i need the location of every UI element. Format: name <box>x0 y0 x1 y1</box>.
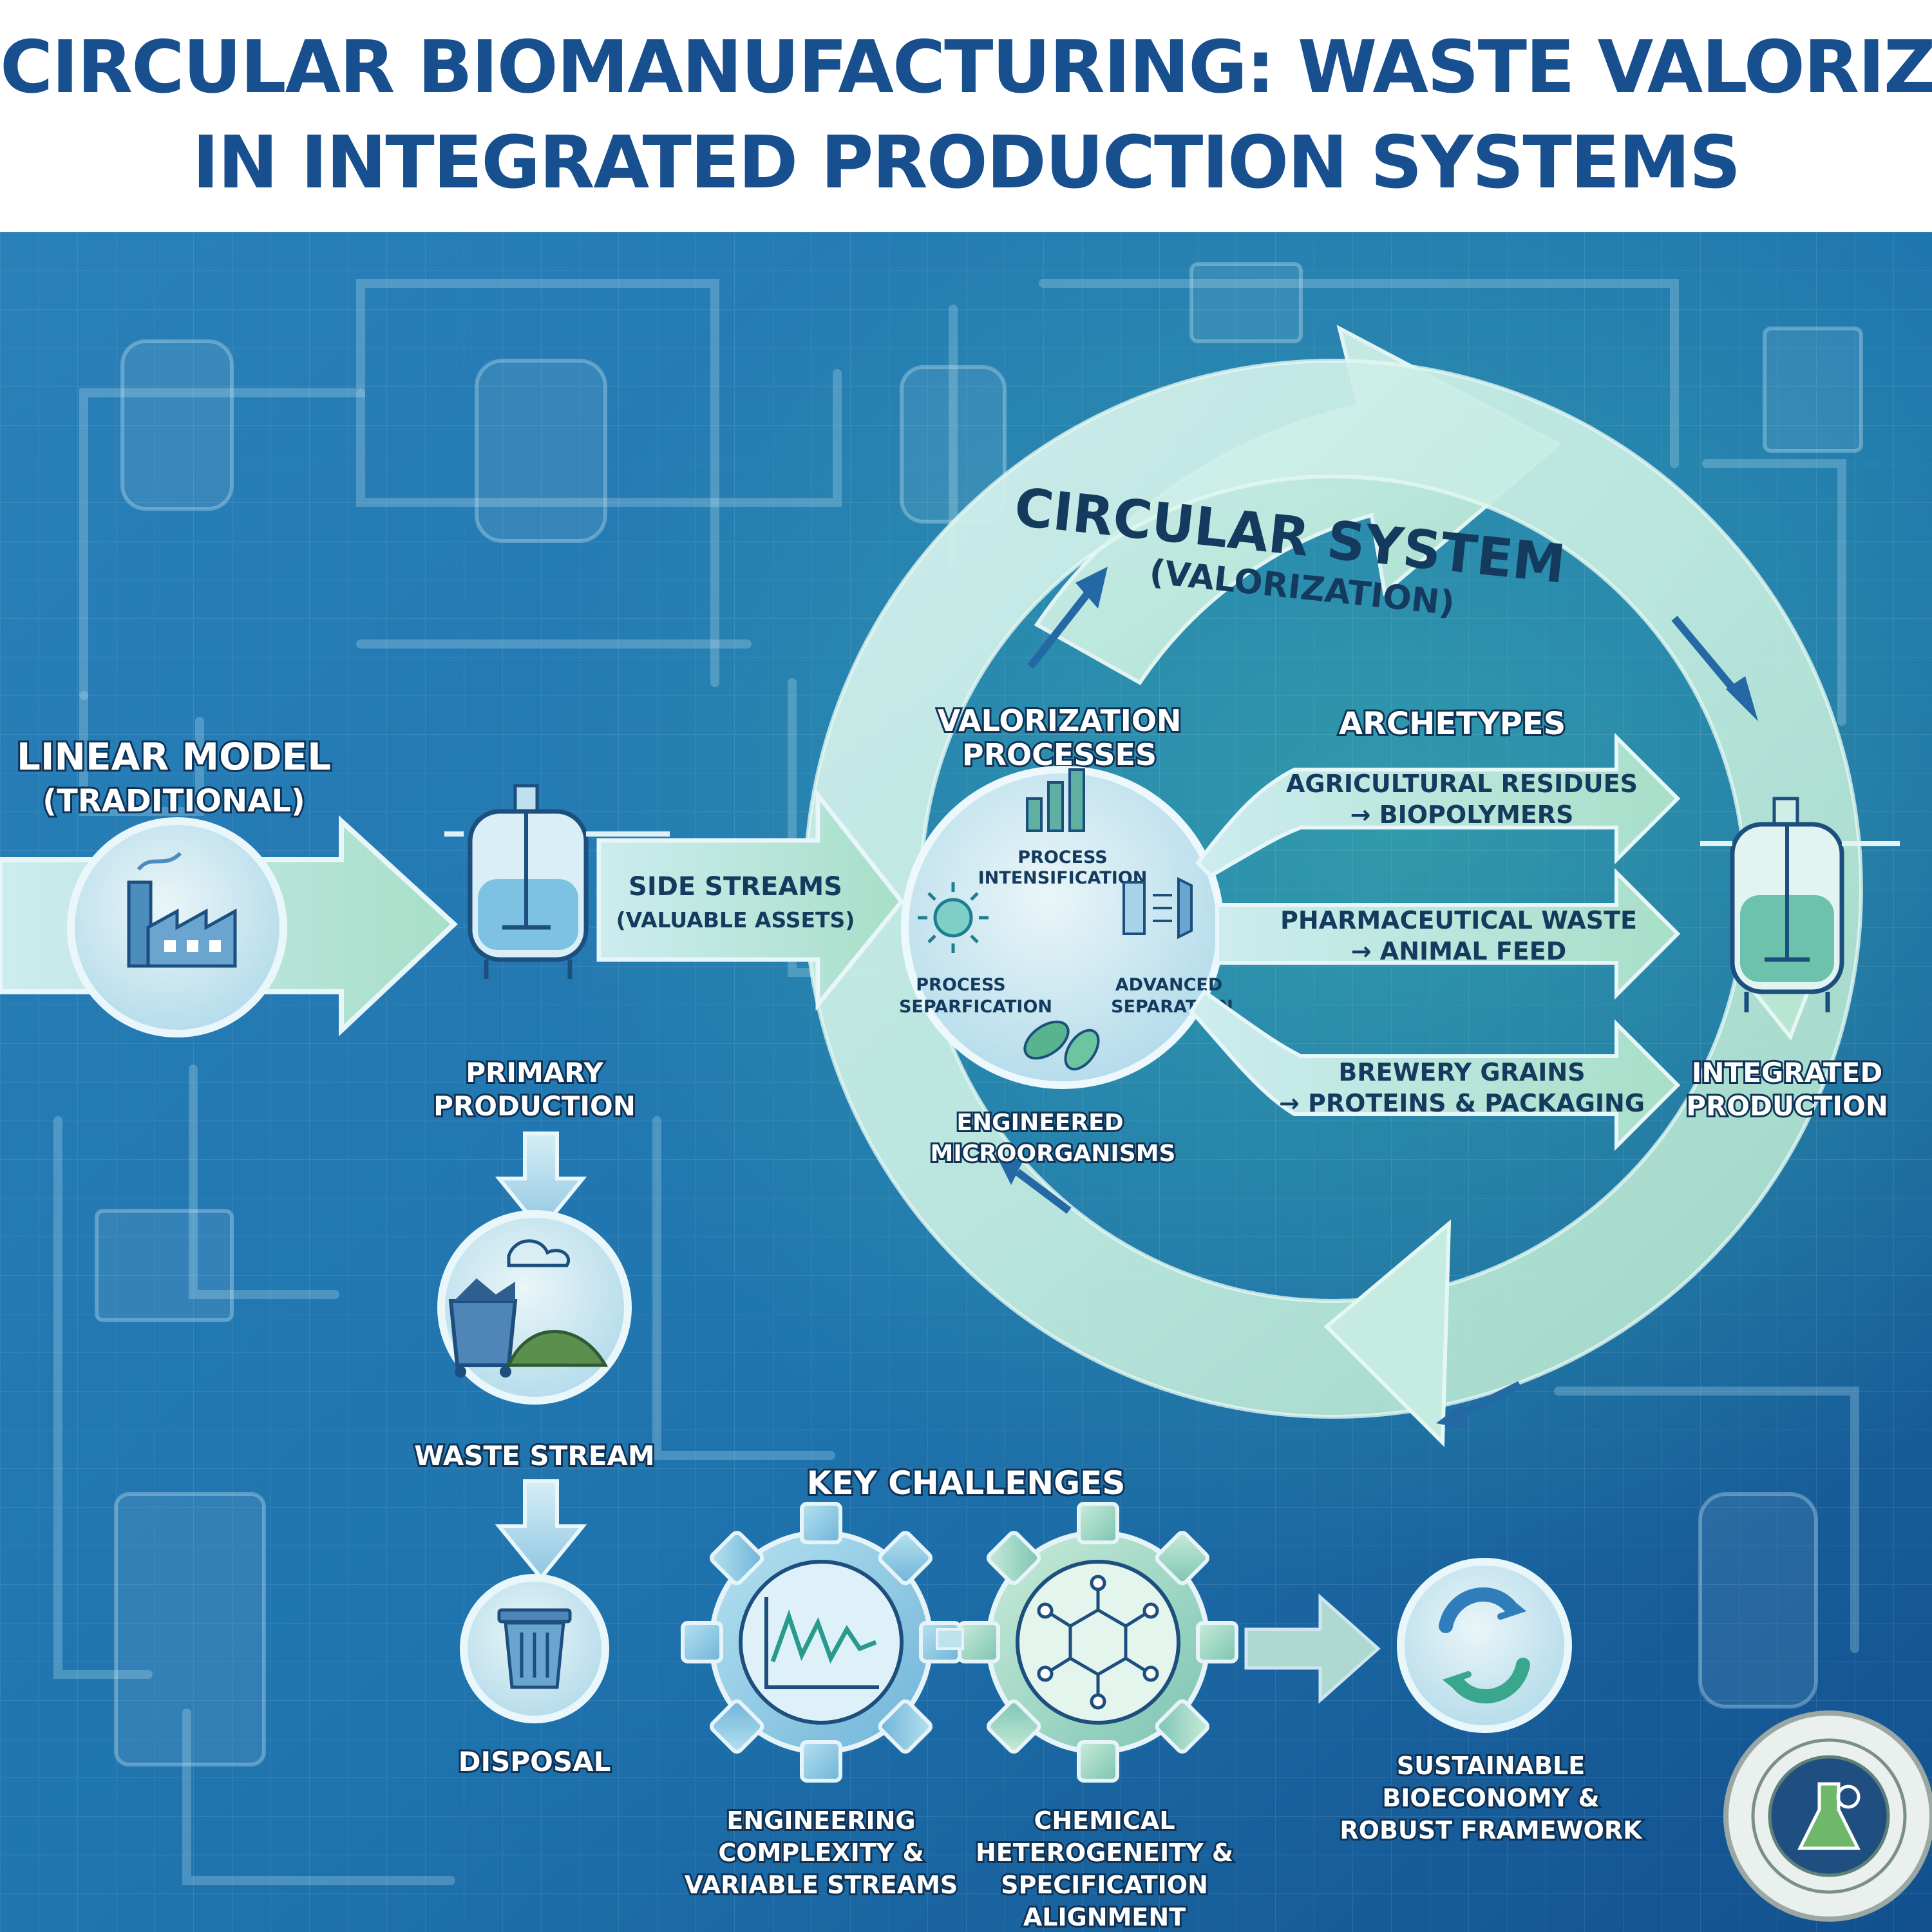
side-streams-sublabel: (VALUABLE ASSETS) <box>616 907 855 933</box>
side-streams-label: SIDE STREAMS <box>629 872 842 902</box>
key-challenges: KEY CHALLENGES ENGINEERING <box>681 1463 1645 1932</box>
archetype-1-line-2: → BIOPOLYMERS <box>1350 800 1574 829</box>
page-title-line-1: CIRCULAR BIOMANUFACTURING: WASTE VALORIZ… <box>0 26 1932 109</box>
process-intensification-label-1: PROCESS <box>1018 848 1107 867</box>
challenge-chemical-line-1: CHEMICAL <box>1034 1806 1175 1835</box>
engineered-microorganisms-label-1: ENGINEERED <box>956 1110 1123 1136</box>
flow-arrow-sw-head <box>998 1159 1024 1185</box>
valorization-processes: VALORIZATION PROCESSES PROCESS INTENSIFI… <box>899 701 1233 1169</box>
molecule-icon <box>1037 1575 1159 1710</box>
challenge-engineering-line-3: VARIABLE STREAMS <box>685 1871 958 1899</box>
outcome-line-1: SUSTAINABLE <box>1397 1752 1585 1780</box>
disposal-label: DISPOSAL <box>459 1746 611 1777</box>
challenge-chemical-line-3: SPECIFICATION <box>1001 1871 1208 1899</box>
title-bar: CIRCULAR BIOMANUFACTURING: WASTE VALORIZ… <box>0 0 1932 232</box>
flow-arrow-ne <box>1671 616 1742 698</box>
waste-bin-icon <box>448 1239 609 1378</box>
integrated-bioreactor-icon <box>1700 797 1900 1012</box>
side-streams-arrow <box>596 788 905 1011</box>
challenge-engineering-line-2: COMPLEXITY & <box>718 1839 923 1867</box>
down-arrow-to-disposal <box>495 1479 587 1581</box>
archetype-1-line-1: AGRICULTURAL RESIDUES <box>1286 770 1638 798</box>
outcome-line-3: ROBUST FRAMEWORK <box>1340 1816 1643 1844</box>
outcome-line-2: BIOECONOMY & <box>1382 1784 1599 1812</box>
bioreactor-icon <box>444 784 670 979</box>
diagram-canvas: CIRCULAR SYSTEM (VALORIZATION) LINEAR MO… <box>0 232 1932 1932</box>
ring-arrowhead-bottom <box>1323 1219 1452 1448</box>
archetype-2-line-1: PHARMACEUTICAL WASTE <box>1280 906 1637 934</box>
virus-icon <box>918 882 989 953</box>
primary-production-label-1: PRIMARY <box>466 1057 603 1088</box>
archetype-3-line-1: BREWERY GRAINS <box>1338 1058 1585 1086</box>
process-intensification-label-2: INTENSIFICATION <box>978 868 1148 888</box>
gear-icon <box>681 1502 961 1783</box>
linear-model: LINEAR MODEL (TRADITIONAL) <box>0 733 670 1779</box>
engineered-microorganisms-label-2: MICROORGANISMS <box>931 1141 1176 1167</box>
integrated-production-label-1: INTEGRATED <box>1692 1057 1882 1088</box>
linear-model-heading: LINEAR MODEL <box>17 735 331 779</box>
blueprint-tanks <box>95 262 1863 1766</box>
process-separfication-label-1: PROCESS <box>916 975 1005 995</box>
bar-chart-icon <box>1026 768 1085 832</box>
linear-model-subheading: (TRADITIONAL) <box>43 783 305 819</box>
challenge-chemical-line-2: HETEROGENEITY & <box>976 1839 1233 1867</box>
valorization-heading-1: VALORIZATION <box>938 703 1182 738</box>
archetypes: ARCHETYPES AGRICULTURAL RESIDUES → BIOPO… <box>1189 704 1681 1151</box>
flow-arrow-se-head <box>1436 1404 1468 1430</box>
down-arrow-to-waste <box>495 1132 587 1233</box>
process-separfication-label-2: SEPARFICATION <box>899 997 1052 1017</box>
bacteria-icon <box>1023 1020 1100 1071</box>
side-streams: SIDE STREAMS (VALUABLE ASSETS) <box>596 788 905 1011</box>
seal-icon <box>1723 1710 1932 1922</box>
key-challenges-heading: KEY CHALLENGES <box>807 1464 1126 1502</box>
integrated-production: INTEGRATED PRODUCTION <box>1684 797 1900 1124</box>
flow-arrow-se <box>1454 1381 1522 1421</box>
integrated-production-label-2: PRODUCTION <box>1686 1090 1888 1122</box>
gear-link <box>936 1628 964 1650</box>
archetypes-heading: ARCHETYPES <box>1339 706 1566 742</box>
archetype-arrow-3 <box>1189 989 1681 1151</box>
flow-arrow-sw <box>1015 1169 1072 1214</box>
flow-arrow-nw <box>1027 590 1092 669</box>
filter-icon <box>1122 876 1193 940</box>
waste-stream-label: WASTE STREAM <box>414 1440 654 1472</box>
challenge-engineering-line-1: ENGINEERING <box>726 1806 915 1835</box>
outcome-disc <box>1397 1558 1572 1733</box>
factory-icon <box>127 851 237 968</box>
archetype-2-line-2: → ANIMAL FEED <box>1351 937 1567 965</box>
gear-icon-2 <box>958 1502 1238 1783</box>
archetype-arrow-2 <box>1215 867 1681 1000</box>
recycle-icon <box>1439 1587 1530 1704</box>
archetype-arrow-1 <box>1195 732 1681 878</box>
primary-production-label-2: PRODUCTION <box>433 1090 636 1122</box>
outcome-arrow <box>1244 1593 1381 1704</box>
trash-can-icon <box>497 1608 572 1689</box>
challenge-chemical-line-4: ALIGNMENT <box>1023 1903 1186 1931</box>
flow-arrow-nw-head <box>1075 567 1108 609</box>
flow-arrow-ne-head <box>1726 676 1758 721</box>
archetype-3-line-2: → PROTEINS & PACKAGING <box>1279 1089 1645 1117</box>
page-title-line-2: IN INTEGRATED PRODUCTION SYSTEMS <box>192 121 1741 205</box>
